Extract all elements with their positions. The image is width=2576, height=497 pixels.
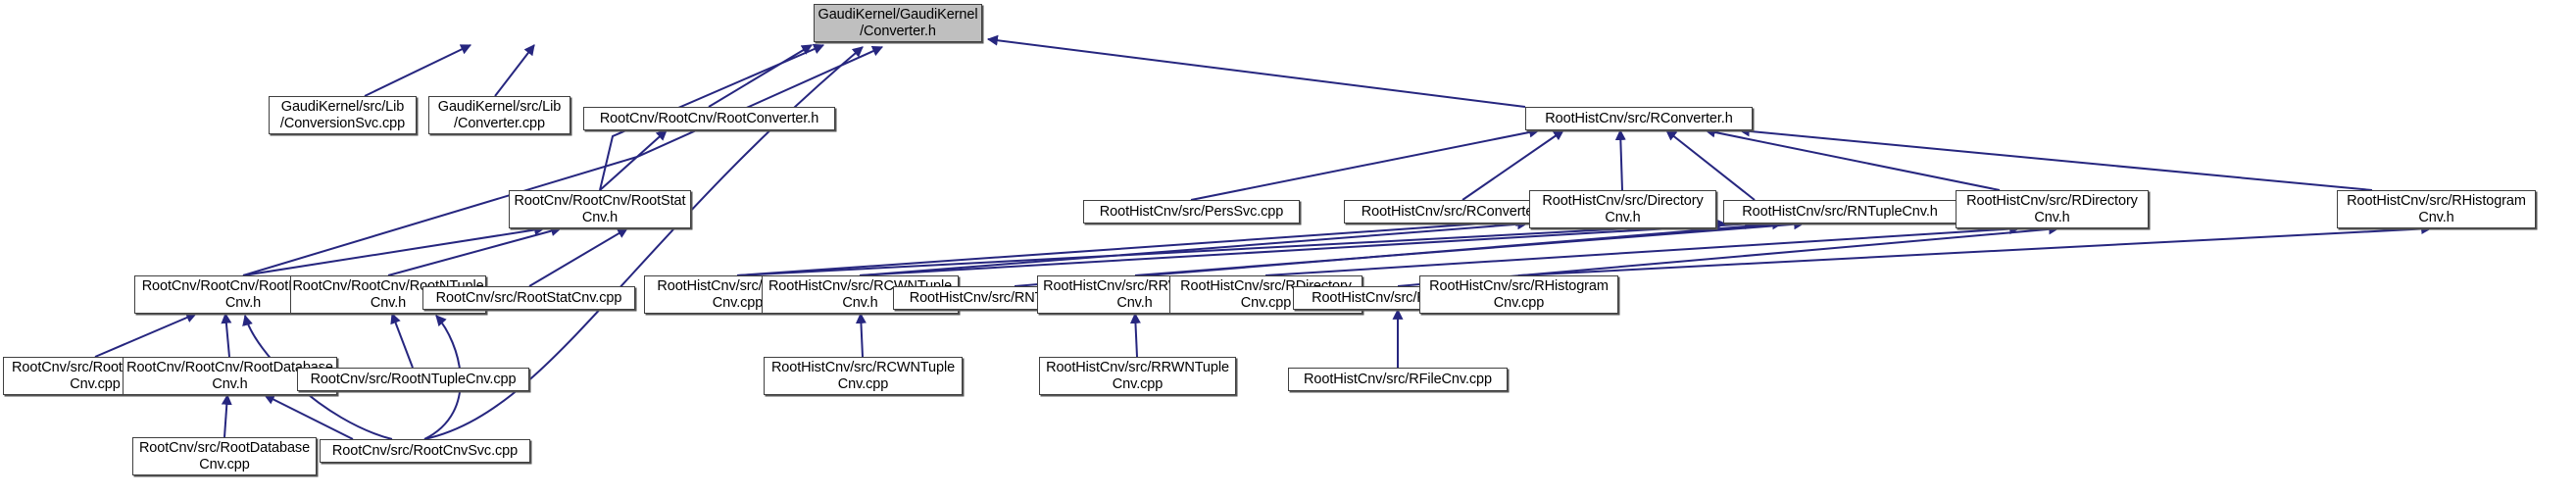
graph-edge bbox=[390, 312, 414, 369]
graph-node[interactable]: RootCnv/src/RootNTupleCnv.cpp bbox=[297, 368, 529, 391]
graph-edge bbox=[528, 227, 628, 287]
graph-edge bbox=[1517, 224, 2433, 276]
graph-node[interactable]: RootHistCnv/src/RCWNTuple Cnv.cpp bbox=[764, 357, 963, 395]
graph-edge bbox=[264, 394, 354, 440]
graph-node[interactable]: RootHistCnv/src/RConverter.h bbox=[1525, 107, 1753, 130]
graph-node[interactable]: RootCnv/src/RootDatabase Cnv.cpp bbox=[132, 437, 317, 475]
graph-node[interactable]: RootHistCnv/src/Directory Cnv.h bbox=[1529, 190, 1716, 228]
graph-edge bbox=[859, 219, 1757, 276]
graph-node[interactable]: RootHistCnv/src/RHistogram Cnv.cpp bbox=[1419, 275, 1618, 314]
graph-node[interactable]: RootCnv/src/RootStatCnv.cpp bbox=[422, 286, 635, 310]
graph-node[interactable]: RootHistCnv/src/PersSvc.cpp bbox=[1083, 200, 1300, 224]
graph-edge bbox=[387, 225, 563, 276]
graph-edge bbox=[986, 34, 1526, 108]
graph-edge bbox=[1129, 312, 1141, 358]
graph-edge bbox=[599, 129, 668, 191]
graph-edge bbox=[1264, 224, 2021, 276]
graph-node[interactable]: RootHistCnv/src/RNTupleCnv.h bbox=[1723, 200, 1957, 224]
graph-edge bbox=[736, 219, 1727, 276]
graph-edge bbox=[221, 393, 232, 438]
graph-edge bbox=[1190, 126, 1541, 201]
graph-node[interactable]: RootHistCnv/src/RFileCnv.cpp bbox=[1288, 368, 1508, 391]
graph-node[interactable]: RootCnv/src/RootCnvSvc.cpp bbox=[320, 439, 530, 463]
graph-edge bbox=[859, 219, 1529, 276]
graph-node[interactable]: RootHistCnv/src/RDirectory Cnv.h bbox=[1956, 190, 2149, 228]
graph-edge bbox=[736, 216, 1527, 276]
graph-edge bbox=[242, 224, 546, 276]
graph-edge bbox=[221, 312, 232, 358]
graph-node-root[interactable]: GaudiKernel/GaudiKernel /Converter.h bbox=[814, 4, 982, 42]
graph-edge bbox=[1704, 126, 2001, 191]
graph-node[interactable]: GaudiKernel/src/Lib /ConversionSvc.cpp bbox=[269, 96, 417, 134]
graph-node[interactable]: RootHistCnv/src/RRWNTuple Cnv.cpp bbox=[1039, 357, 1236, 395]
graph-edge bbox=[494, 44, 535, 97]
graph-edge bbox=[855, 312, 867, 358]
graph-node[interactable]: RootCnv/RootCnv/RootConverter.h bbox=[583, 107, 835, 130]
graph-edge bbox=[1738, 125, 2373, 191]
graph-node[interactable]: RootCnv/RootCnv/RootStat Cnv.h bbox=[509, 190, 691, 228]
graph-edge bbox=[1134, 219, 1806, 276]
graph-edge bbox=[242, 46, 884, 276]
graph-edge bbox=[364, 44, 471, 97]
graph-node[interactable]: RootHistCnv/src/RHistogram Cnv.h bbox=[2337, 190, 2536, 228]
graph-edge bbox=[94, 312, 198, 358]
graph-edge bbox=[1614, 128, 1626, 191]
graph-edge bbox=[708, 44, 813, 108]
graph-node[interactable]: GaudiKernel/src/Lib /Converter.cpp bbox=[428, 96, 570, 134]
